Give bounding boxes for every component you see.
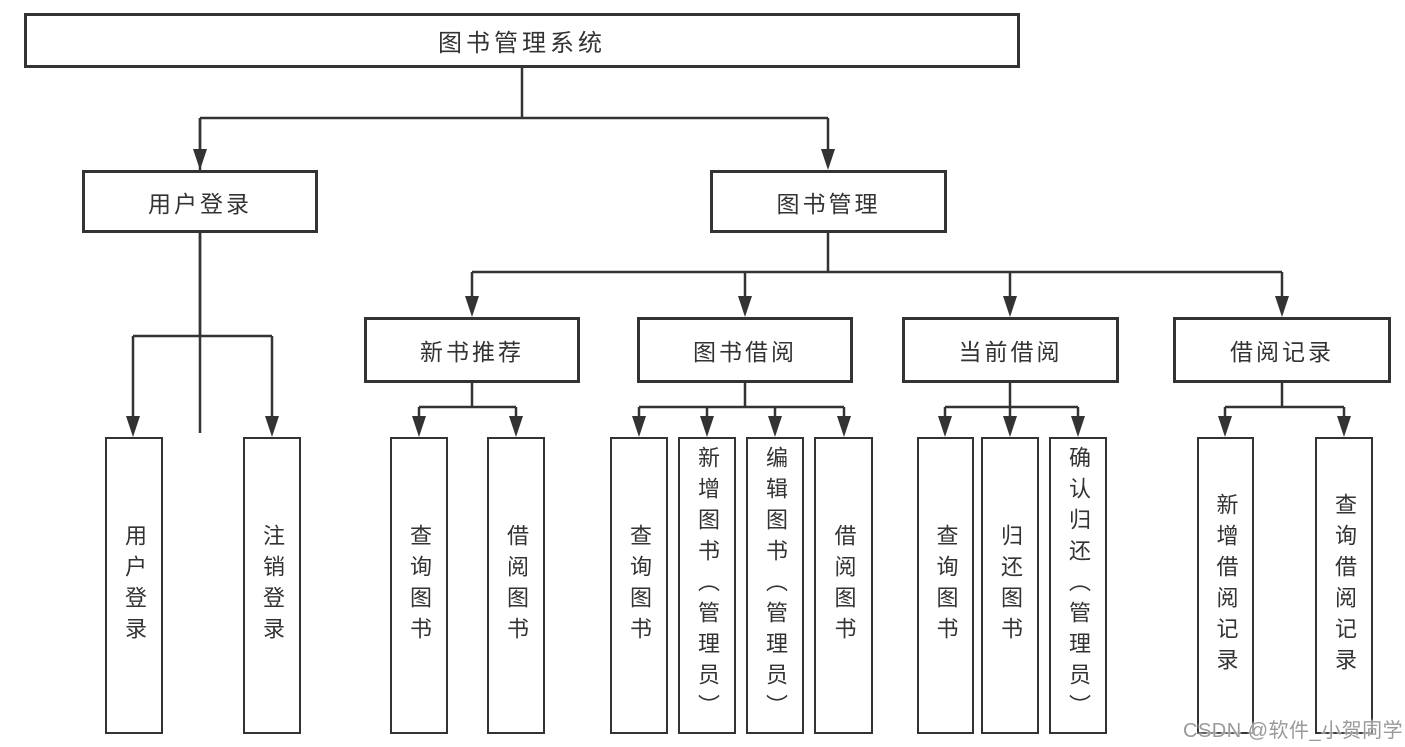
node-book-borrow-label: 图书借阅 bbox=[693, 339, 797, 365]
node-book-management-label: 图书管理 bbox=[776, 190, 881, 217]
node-leaf-query-books-2: 查询图书 bbox=[610, 437, 668, 734]
node-borrow-records: 借阅记录 bbox=[1173, 317, 1391, 383]
arrow-down-icon bbox=[126, 416, 140, 437]
node-user-login-branch: 用户登录 bbox=[82, 170, 318, 233]
arrow-down-icon bbox=[700, 416, 714, 437]
node-book-management: 图书管理 bbox=[710, 170, 947, 233]
node-leaf-query-borrow-record: 查询借阅记录 bbox=[1315, 437, 1373, 734]
node-leaf-borrow-books-2-label: 借阅图书 bbox=[831, 523, 857, 648]
node-root-label: 图书管理系统 bbox=[438, 30, 606, 57]
node-leaf-borrow-books-1-label: 借阅图书 bbox=[504, 523, 529, 648]
arrow-down-icon bbox=[837, 416, 851, 437]
node-leaf-user-login: 用户登录 bbox=[105, 437, 163, 734]
arrow-down-icon bbox=[509, 416, 523, 437]
node-leaf-confirm-return-admin-label: 确认归还（管理员） bbox=[1066, 446, 1091, 725]
csdn-watermark: CSDN @软件_小贺同学 bbox=[1183, 720, 1404, 742]
node-current-borrow: 当前借阅 bbox=[902, 317, 1119, 383]
node-leaf-borrow-books-2: 借阅图书 bbox=[814, 437, 873, 734]
node-leaf-query-books-2-label: 查询图书 bbox=[627, 523, 652, 648]
node-leaf-query-books-3: 查询图书 bbox=[917, 437, 974, 734]
arrow-down-icon bbox=[768, 416, 782, 437]
node-user-login-branch-label: 用户登录 bbox=[148, 190, 252, 217]
arrow-down-icon bbox=[193, 149, 207, 170]
node-leaf-add-borrow-record: 新增借阅记录 bbox=[1197, 437, 1254, 734]
arrow-down-icon bbox=[265, 416, 279, 437]
node-borrow-records-label: 借阅记录 bbox=[1230, 339, 1334, 365]
arrow-down-icon bbox=[1003, 296, 1017, 317]
node-leaf-edit-books-admin: 编辑图书（管理员） bbox=[746, 437, 804, 734]
node-leaf-query-books-3-label: 查询图书 bbox=[933, 523, 959, 648]
node-leaf-borrow-books-1: 借阅图书 bbox=[487, 437, 545, 734]
arrow-down-icon bbox=[1071, 416, 1085, 437]
node-leaf-query-borrow-record-label: 查询借阅记录 bbox=[1332, 492, 1357, 679]
arrow-down-icon bbox=[632, 416, 646, 437]
node-leaf-logout-label: 注销登录 bbox=[260, 523, 285, 648]
node-leaf-confirm-return-admin: 确认归还（管理员） bbox=[1049, 437, 1107, 734]
node-leaf-return-books: 归还图书 bbox=[981, 437, 1039, 734]
node-book-borrow: 图书借阅 bbox=[637, 317, 853, 383]
node-leaf-add-books-admin: 新增图书（管理员） bbox=[678, 437, 736, 734]
arrow-down-icon bbox=[1337, 416, 1351, 437]
node-new-book-recommend: 新书推荐 bbox=[364, 317, 580, 383]
arrow-down-icon bbox=[1275, 296, 1289, 317]
node-leaf-query-books-1: 查询图书 bbox=[390, 437, 448, 734]
node-current-borrow-label: 当前借阅 bbox=[958, 339, 1063, 365]
arrowheads bbox=[126, 149, 1351, 437]
node-root: 图书管理系统 bbox=[24, 13, 1020, 68]
arrow-down-icon bbox=[938, 416, 952, 437]
arrow-down-icon bbox=[412, 416, 426, 437]
node-leaf-add-borrow-record-label: 新增借阅记录 bbox=[1213, 492, 1239, 679]
node-leaf-add-books-admin-label: 新增图书（管理员） bbox=[695, 446, 720, 725]
node-leaf-edit-books-admin-label: 编辑图书（管理员） bbox=[763, 446, 788, 725]
node-leaf-logout: 注销登录 bbox=[243, 437, 301, 734]
node-leaf-return-books-label: 归还图书 bbox=[998, 523, 1023, 648]
arrow-down-icon bbox=[821, 149, 835, 170]
node-leaf-user-login-label: 用户登录 bbox=[122, 523, 147, 648]
arrow-down-icon bbox=[465, 296, 479, 317]
connector-lines bbox=[131, 68, 1346, 433]
arrow-down-icon bbox=[738, 296, 752, 317]
node-new-book-recommend-label: 新书推荐 bbox=[420, 339, 524, 365]
arrow-down-icon bbox=[1218, 416, 1232, 437]
arrow-down-icon bbox=[1003, 416, 1017, 437]
node-leaf-query-books-1-label: 查询图书 bbox=[407, 523, 432, 648]
